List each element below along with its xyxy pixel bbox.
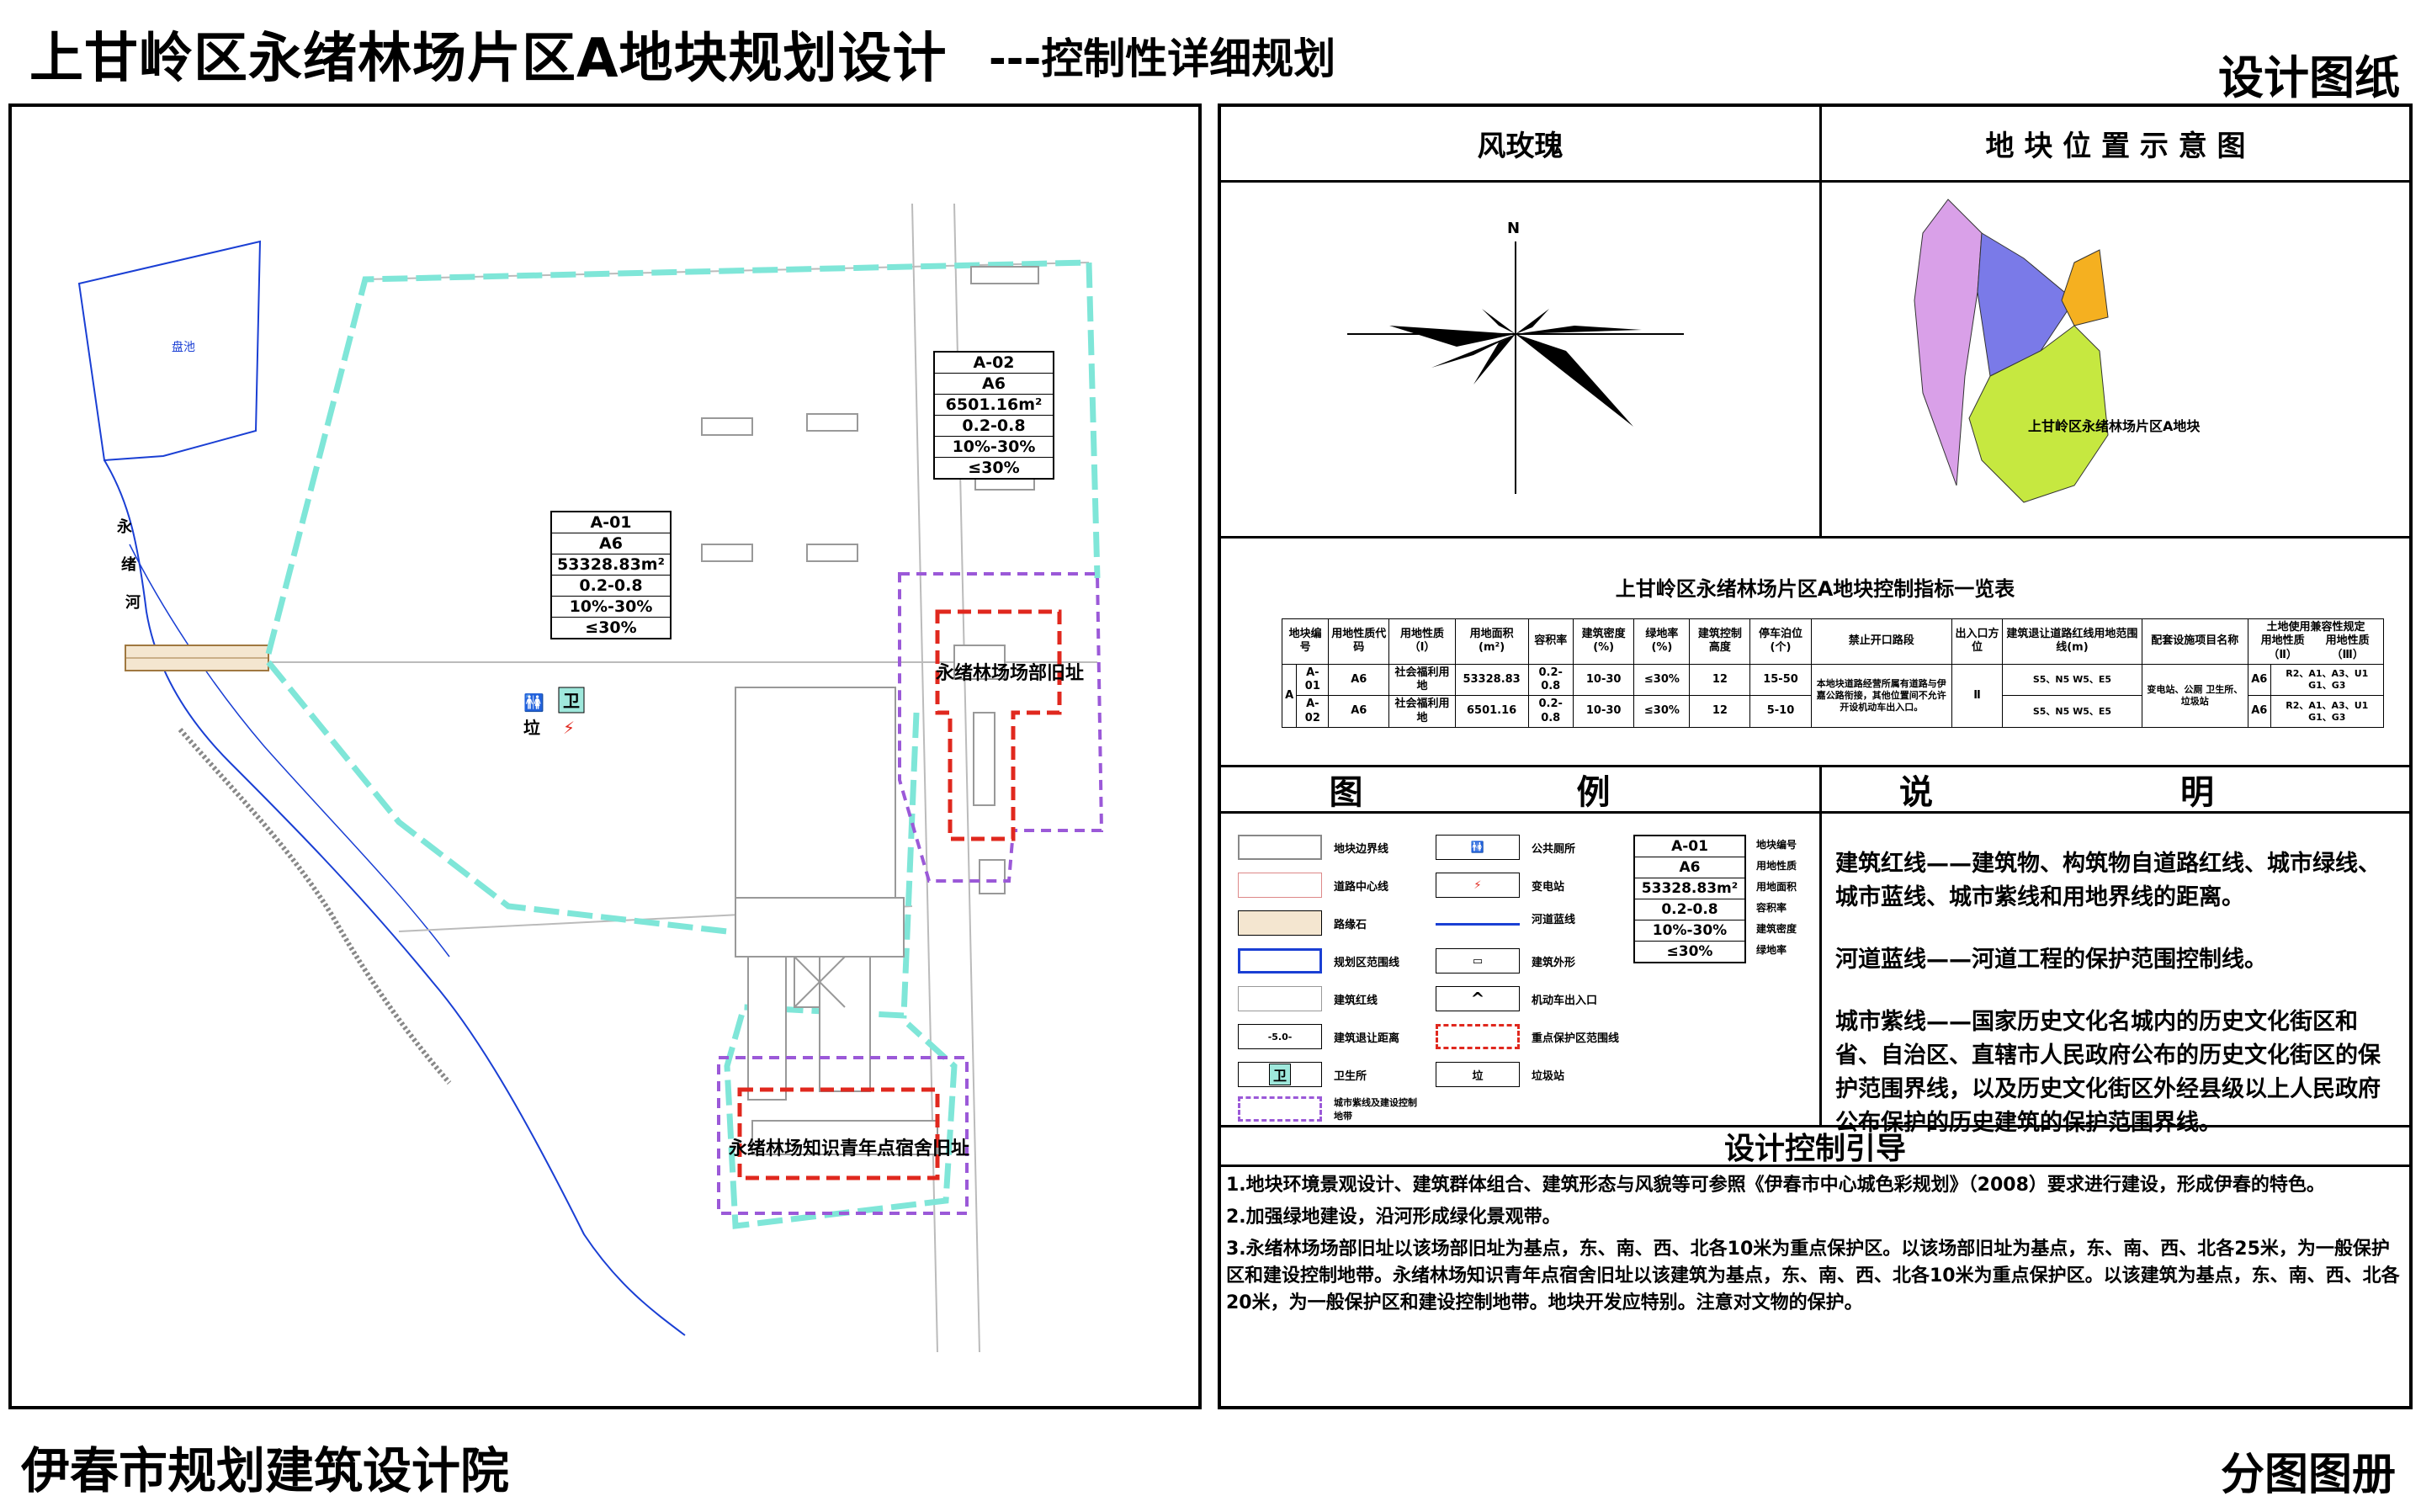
info-panel: 风玫瑰 地 块 位 置 示 意 图 N 上甘岭区永绪林场片区A地块 — [1218, 103, 2413, 1409]
institute-name: 伊春市规划建筑设计院 — [21, 1442, 510, 1499]
sheet-type: 设计图纸 — [2218, 51, 2400, 104]
svg-text:永: 永 — [116, 517, 132, 536]
location-map: 上甘岭区永绪林场片区A地块 — [1822, 183, 2409, 536]
clinic-icon: 卫 — [563, 691, 580, 711]
location-caption: 上甘岭区永绪林场片区A地块 — [2028, 418, 2201, 434]
control-table-title: 上甘岭区永绪林场片区A地块控制指标一览表 — [1615, 577, 2015, 601]
design-guide: 1.地块环境景观设计、建筑群体组合、建筑形态与风貌等可参照《伊春市中心城色彩规划… — [1226, 1175, 2400, 1313]
book-name: 分图图册 — [2220, 1450, 2396, 1500]
control-table: 地块编号 用地性质代码 用地性质（Ⅰ） 用地面积(m²) 容积率 建筑密度(%)… — [1281, 618, 2385, 728]
toilet-icon: 🚻 — [523, 692, 544, 713]
guide-title: 设计控制引导 — [1723, 1132, 1906, 1166]
old-office-label: 永绪林场场部旧址 — [936, 662, 1084, 684]
legend-title: 图 例 — [1329, 773, 1712, 812]
description: 建筑红线——建筑物、构筑物自道路红线、城市绿线、城市蓝线、城市紫线和用地界线的距… — [1835, 851, 2381, 1136]
vehicle-entry-icon: ^ — [1436, 986, 1520, 1011]
location-title: 地 块 位 置 示 意 图 — [1985, 130, 2246, 163]
substation-icon: ⚡ — [1436, 873, 1520, 898]
pond-label: 盘池 — [172, 340, 195, 354]
drawing-title: 上甘岭区永绪林场片区A地块规划设计 — [29, 28, 948, 90]
wind-rose: N — [1221, 183, 1822, 536]
garbage-icon: 垃 — [523, 718, 540, 738]
drawing-subtitle: ---控制性详细规划 — [989, 34, 1336, 83]
wind-rose-title: 风玫瑰 — [1477, 130, 1564, 163]
legend-sample-labels: 地块编号用地性质用地面积容积率建筑密度绿地率 — [1756, 839, 1797, 956]
river-label: 永 绪 河 — [116, 517, 141, 612]
svg-text:河: 河 — [125, 594, 141, 612]
description-title: 说 明 — [1899, 773, 2332, 812]
control-table-section: 上甘岭区永绪林场片区A地块控制指标一览表 地块编号 用地性质代码 用地性质（Ⅰ）… — [1221, 536, 2409, 767]
site-plan-map: 盘池 永 绪 河 — [8, 103, 1202, 1409]
dorm-label: 永绪林场知识青年点宿舍旧址 — [729, 1138, 969, 1159]
toilet-icon: 🚻 — [1436, 835, 1520, 860]
substation-icon: ⚡ — [563, 718, 575, 738]
legend: 地块边界线 道路中心线 路缘石 规划区范围线 建筑红线 -5.0-建筑退让距离 … — [1221, 814, 1822, 1125]
svg-text:绪: 绪 — [121, 555, 136, 574]
site-plan-drawing: 盘池 永 绪 河 — [77, 203, 1104, 1353]
garbage-icon: 垃 — [1436, 1062, 1520, 1087]
north-arrow-label: N — [1507, 220, 1520, 237]
clinic-icon: 卫 — [1268, 1064, 1291, 1085]
